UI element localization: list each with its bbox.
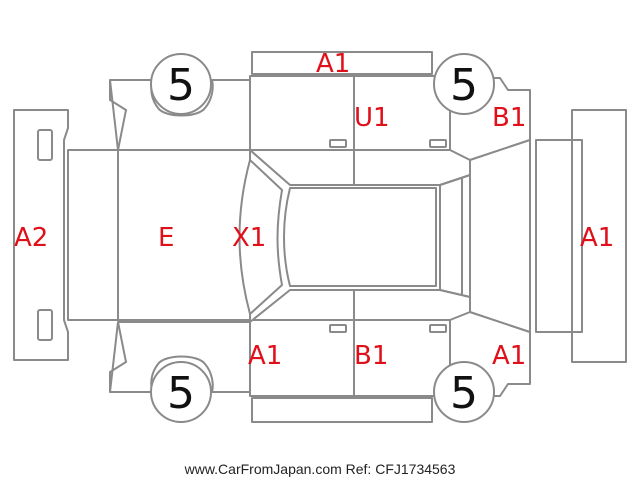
label-roof-top: A1 [316, 49, 350, 79]
label-windshield: X1 [232, 223, 266, 253]
footer-reference: www.CarFromJapan.com Ref: CFJ1734563 [184, 461, 456, 477]
label-left-rear-fender: A1 [492, 341, 526, 371]
rear-bumper [535, 109, 627, 363]
label-left-rear-door: B1 [354, 341, 388, 371]
windshield-glass [238, 159, 283, 315]
label-rear-bumper: A1 [580, 223, 614, 253]
bottom-sill-panel [251, 397, 433, 423]
label-front-bumper: A2 [14, 223, 48, 253]
label-right-rear-fender: B1 [492, 103, 526, 133]
wheel-front-right: 5 [150, 53, 212, 115]
wheel-front-right-label: 5 [167, 60, 195, 111]
front-bumper [13, 109, 69, 361]
wheel-rear-right-label: 5 [450, 60, 478, 111]
wheel-front-left-label: 5 [167, 368, 195, 419]
label-left-front-fender: A1 [248, 341, 282, 371]
wheel-rear-right: 5 [433, 53, 495, 115]
label-right-rear-door: U1 [354, 103, 390, 133]
right-side-body [109, 79, 253, 151]
left-side-body [109, 321, 253, 393]
wheel-front-left: 5 [150, 361, 212, 423]
wheel-rear-left: 5 [433, 361, 495, 423]
roof-panel [283, 187, 437, 287]
roof-top-panel [251, 51, 433, 75]
label-hood: E [158, 223, 174, 253]
wheel-rear-left-label: 5 [450, 368, 478, 419]
trunk-panel [469, 139, 531, 333]
